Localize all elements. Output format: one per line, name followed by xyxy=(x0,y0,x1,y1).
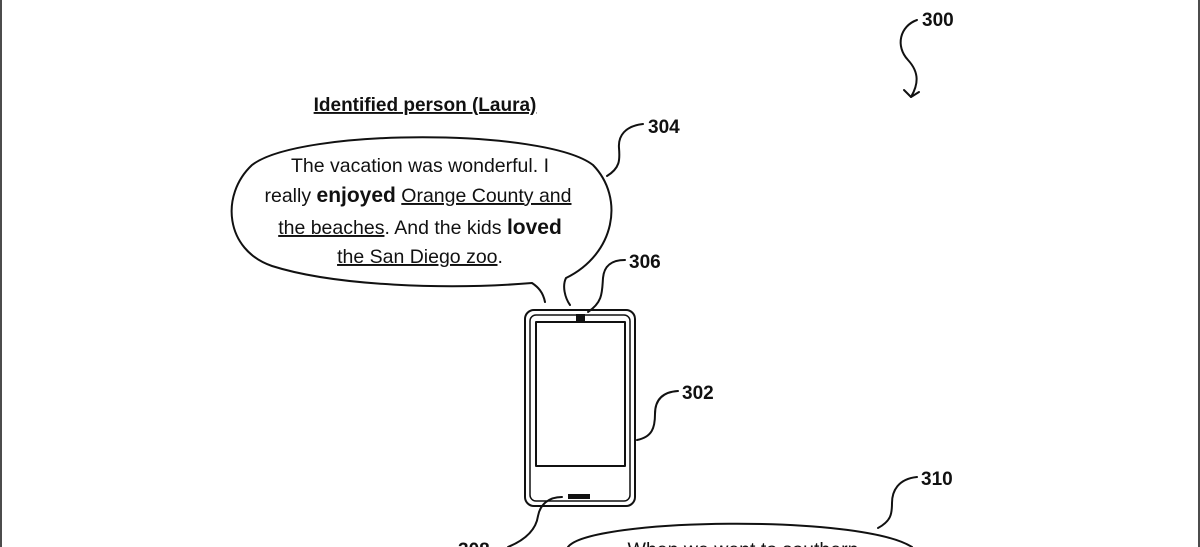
second-speech-partial-text: When we went to southern xyxy=(628,539,859,547)
bubble-ref-label: 304 xyxy=(648,117,680,138)
device-outer-frame xyxy=(524,309,636,507)
speech-line-2: really enjoyed Orange County and xyxy=(264,184,571,207)
figure-ref-label: 300 xyxy=(922,10,954,31)
speech-line-4-end: . xyxy=(498,246,503,268)
bubble-ref-leader xyxy=(606,123,644,177)
camera-icon xyxy=(576,314,585,321)
device-screen xyxy=(535,321,626,467)
speech-line-2-part-a: really xyxy=(264,185,316,207)
device-inner-frame xyxy=(529,314,631,502)
figure-ref-leader xyxy=(899,19,918,98)
speech-word-loved: loved xyxy=(507,216,562,239)
partial-ref-label: 308 xyxy=(458,540,490,547)
partial-ref-leader xyxy=(507,496,563,547)
mobile-device xyxy=(524,309,636,507)
speech-place-orange-county: Orange County and xyxy=(401,185,571,207)
speech-line-4: the San Diego zoo. xyxy=(337,246,503,268)
speech-place-beaches: the beaches xyxy=(278,217,385,239)
identified-person-title: Identified person (Laura) xyxy=(314,95,537,116)
device-ref-leader xyxy=(636,390,679,441)
device-ref-label: 302 xyxy=(682,383,714,404)
speech-line-3-middle: . And the kids xyxy=(384,217,507,239)
second-bubble-ref-leader xyxy=(877,476,918,529)
camera-ref-leader xyxy=(587,259,626,313)
speech-line-1: The vacation was wonderful. I xyxy=(291,155,549,177)
home-button-icon xyxy=(568,494,590,499)
figure-ref-arrowhead xyxy=(903,89,920,98)
camera-ref-label: 306 xyxy=(629,252,661,273)
speech-bubble xyxy=(230,136,613,306)
speech-line-3: the beaches. And the kids loved xyxy=(278,216,562,239)
speech-place-san-diego-zoo: the San Diego zoo xyxy=(337,246,498,268)
second-bubble-ref-label: 310 xyxy=(921,469,953,490)
speech-word-enjoyed: enjoyed xyxy=(317,184,396,207)
second-speech-bubble xyxy=(567,522,913,547)
